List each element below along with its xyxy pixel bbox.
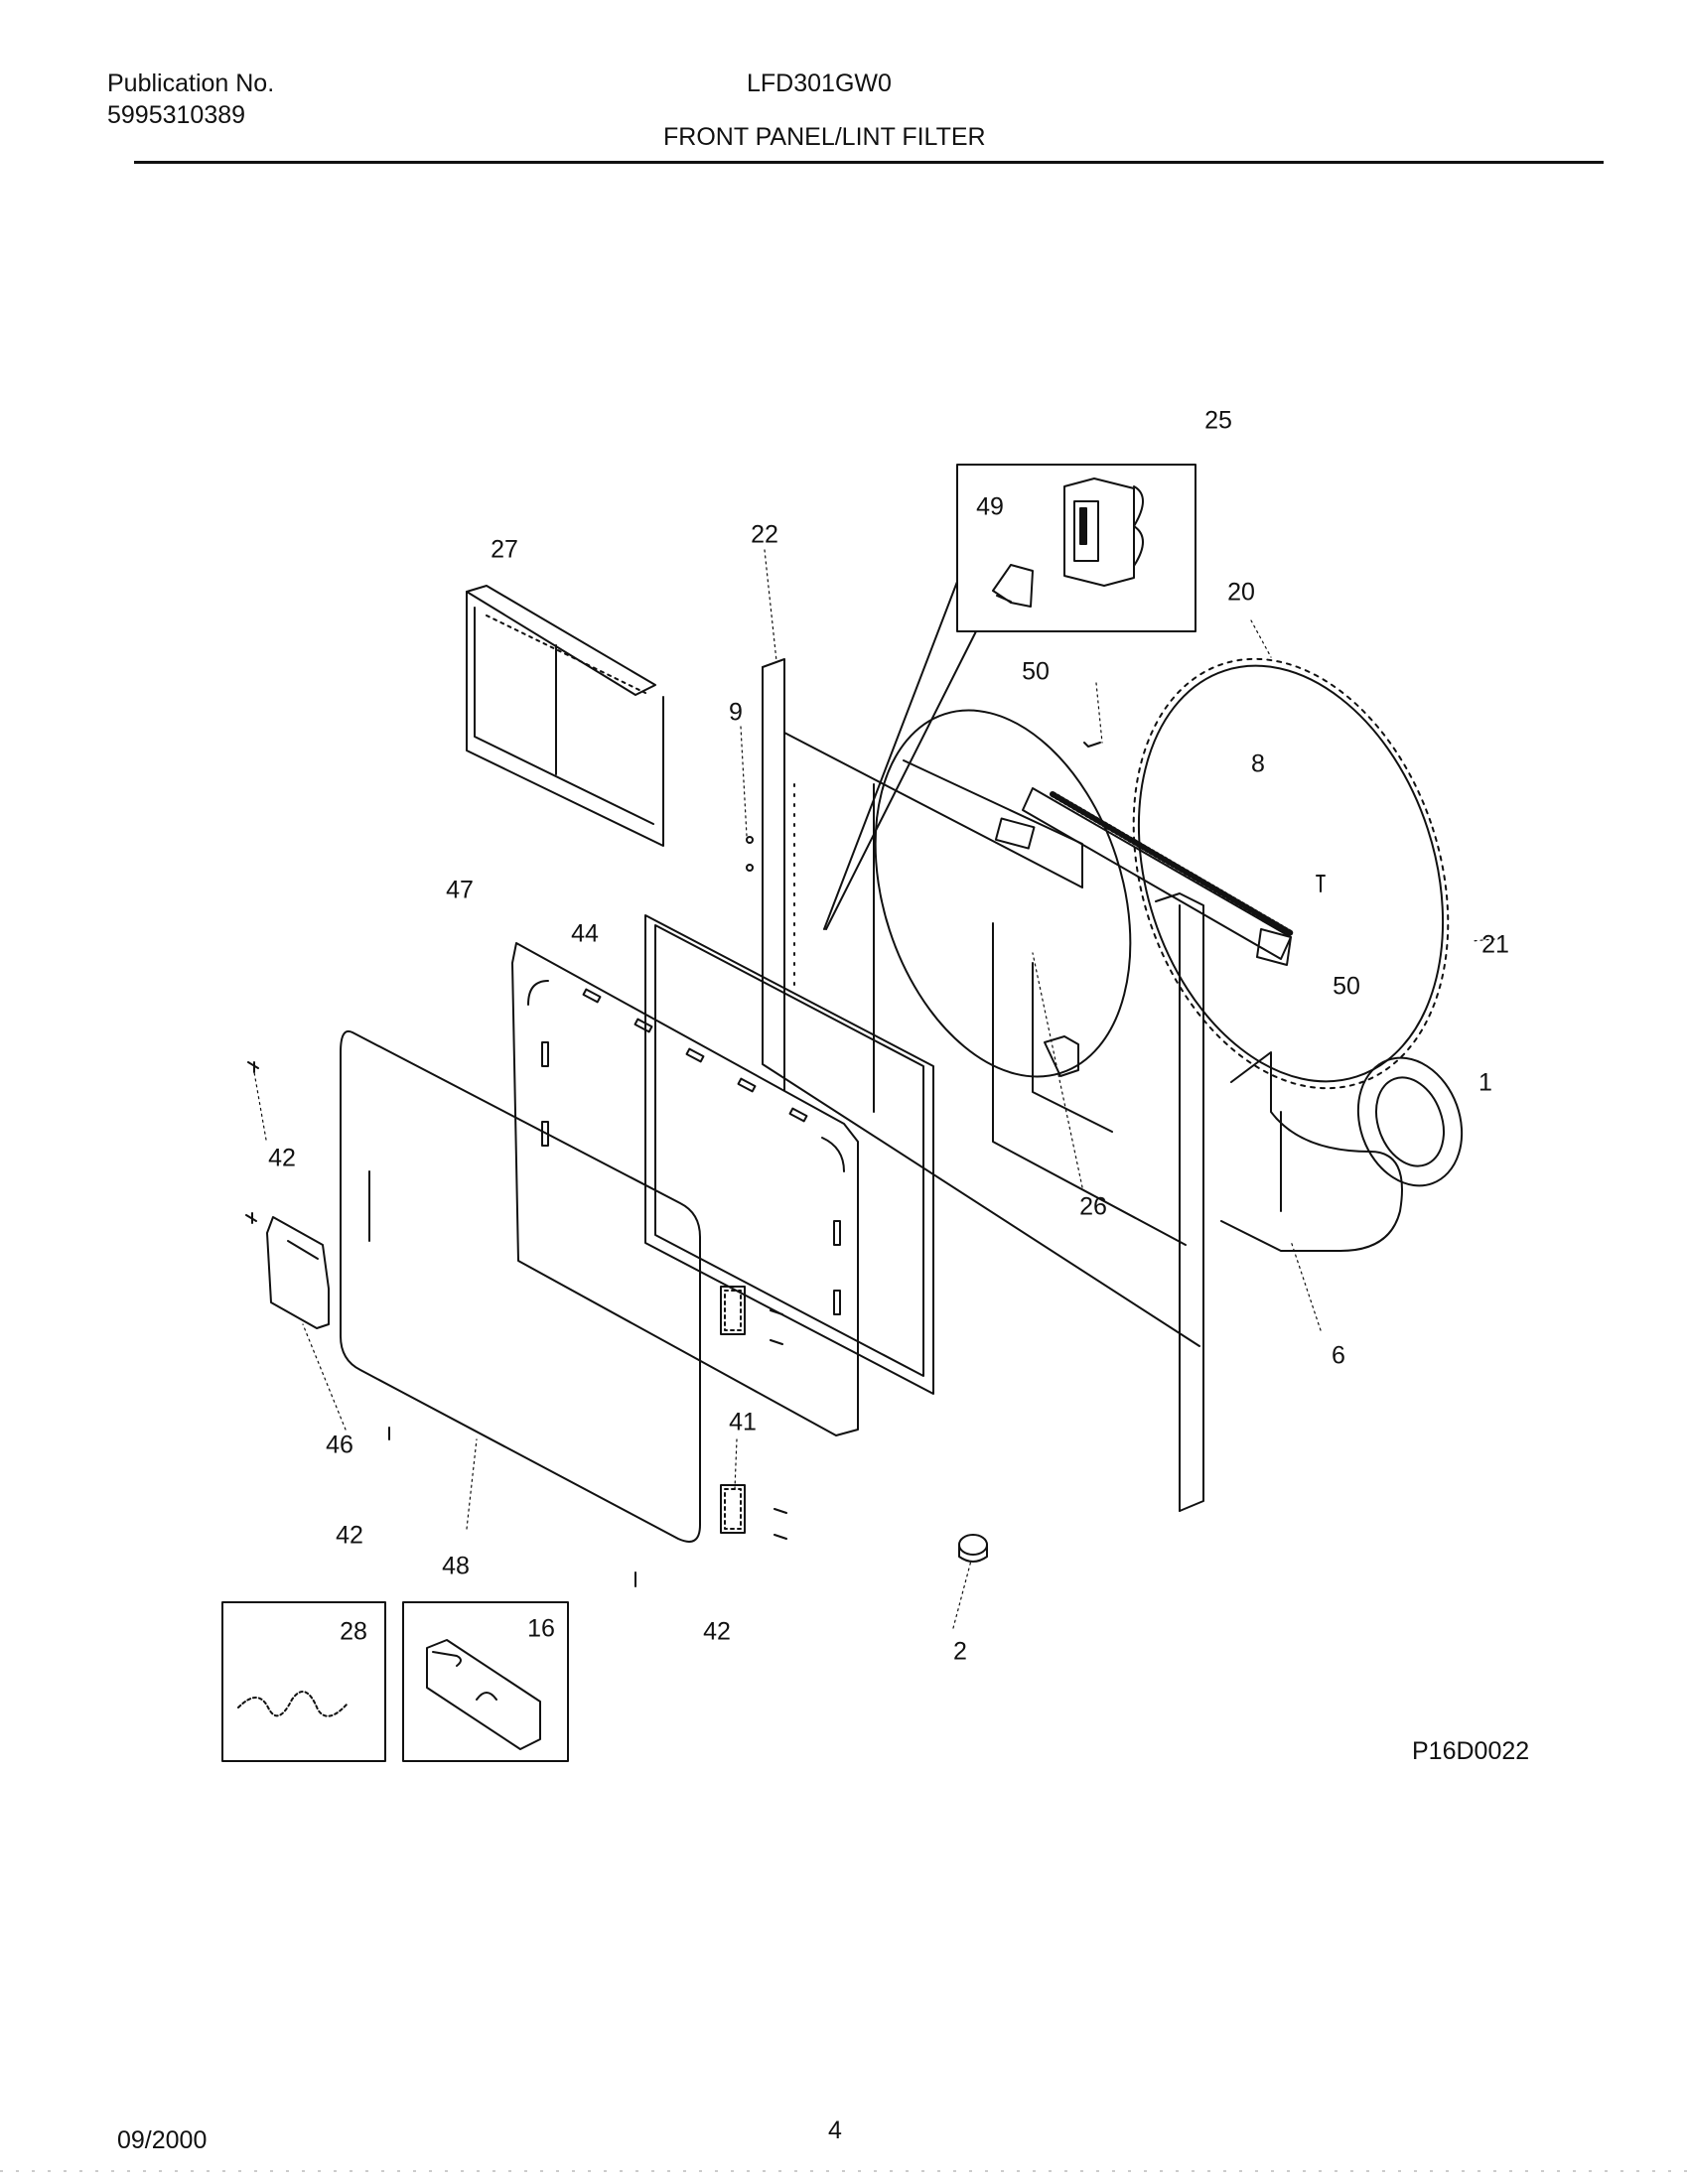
callout-42-upper: 42 (268, 1144, 296, 1172)
callout-25: 25 (1204, 406, 1232, 435)
callout-42-middle: 42 (336, 1521, 363, 1550)
wear-slide-part (1022, 787, 1294, 966)
inner-door-part (511, 942, 859, 1436)
callout-22: 22 (751, 520, 778, 549)
scan-artifact-line (0, 2170, 1688, 2172)
hinges (720, 1286, 787, 1540)
inset-box-16 (402, 1601, 569, 1762)
callout-9: 9 (729, 698, 743, 727)
leader-lines (253, 549, 1495, 1629)
bulkhead-part (874, 709, 1132, 1133)
callout-48: 48 (442, 1552, 470, 1580)
filter-door-part (266, 1216, 330, 1329)
callout-28: 28 (340, 1617, 367, 1646)
callout-42-lower: 42 (703, 1617, 731, 1646)
page-number: 4 (828, 2116, 842, 2144)
callout-8: 8 (1251, 750, 1265, 778)
callout-20: 20 (1227, 578, 1255, 607)
model-number: LFD301GW0 (747, 69, 892, 97)
duct-part (1220, 1051, 1464, 1252)
inset-box-28 (221, 1601, 386, 1762)
door-liner-part (644, 914, 934, 1395)
callout-27: 27 (491, 535, 518, 564)
callout-1: 1 (1478, 1068, 1492, 1097)
callout-47: 47 (446, 876, 474, 904)
footer-date: 09/2000 (117, 2126, 208, 2154)
screws (746, 742, 1326, 892)
callout-44: 44 (571, 919, 599, 948)
header-rule (134, 161, 1604, 164)
lint-filter-part (466, 585, 664, 847)
publication-number: 5995310389 (107, 101, 246, 129)
publication-label: Publication No. (107, 69, 275, 97)
callout-41: 41 (729, 1408, 757, 1436)
door-screws (245, 1061, 636, 1587)
callout-50-lower: 50 (1333, 972, 1360, 1001)
drum-seal-part (1132, 657, 1450, 1090)
section-title: FRONT PANEL/LINT FILTER (663, 123, 986, 151)
outer-door-part (340, 1030, 701, 1543)
leveling-foot-part (958, 1534, 988, 1563)
callout-49: 49 (976, 492, 1004, 521)
callout-21: 21 (1481, 930, 1509, 959)
diagram-code: P16D0022 (1412, 1737, 1530, 1765)
inset-box-door-switch (823, 464, 1196, 930)
callout-50-upper: 50 (1022, 657, 1050, 686)
callout-2: 2 (953, 1637, 967, 1666)
callout-26: 26 (1079, 1192, 1107, 1221)
callout-16: 16 (527, 1614, 555, 1643)
callout-6: 6 (1332, 1341, 1345, 1370)
callout-46: 46 (326, 1431, 353, 1459)
front-panel-part (762, 658, 1204, 1512)
